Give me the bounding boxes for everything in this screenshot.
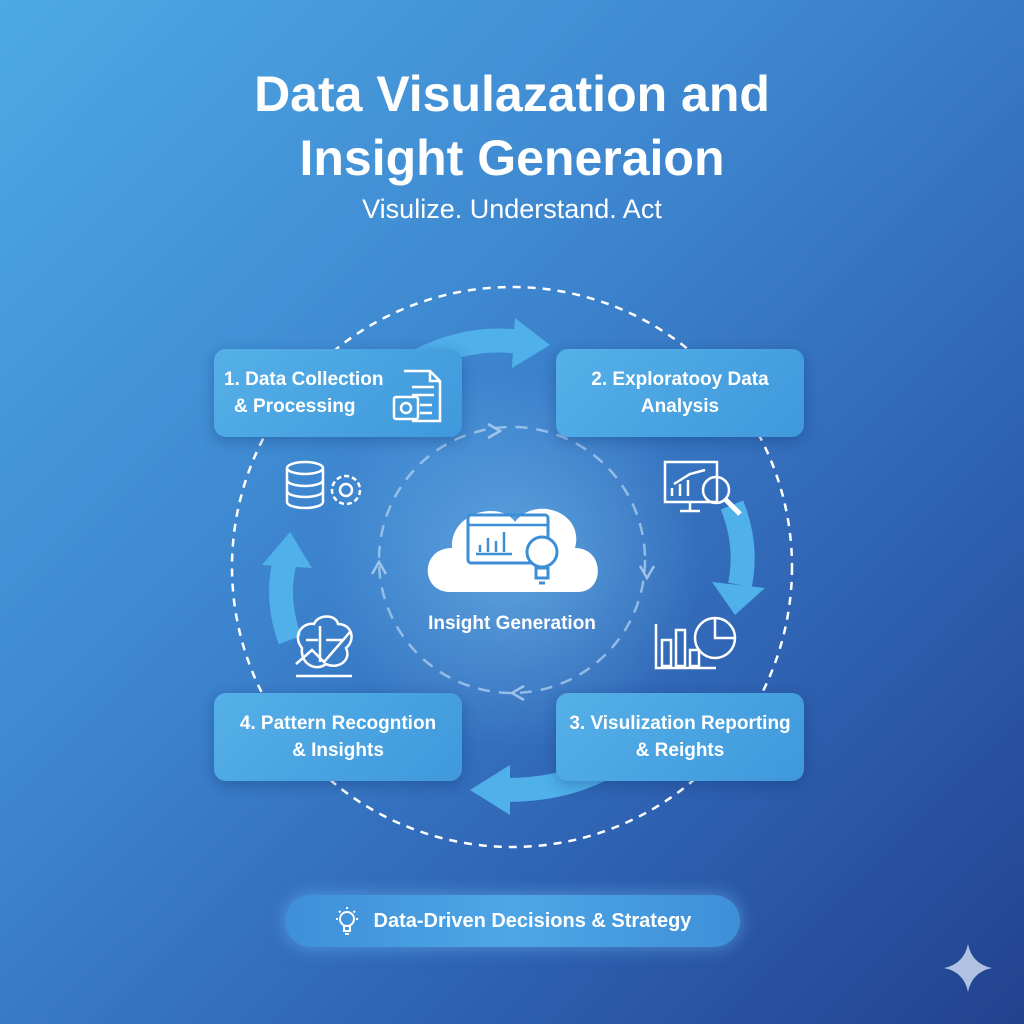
outer-dashed-ring bbox=[230, 285, 794, 849]
cloud-dashboard-icon bbox=[427, 508, 598, 592]
step-4-pattern-recognition[interactable]: 4. Pattern Recogntion & Insights bbox=[214, 693, 462, 781]
database-gear-icon bbox=[285, 460, 362, 510]
center-label: Insight Generation bbox=[428, 613, 596, 634]
footer-label: Data-Driven Decisions & Strategy bbox=[373, 909, 692, 932]
lightbulb-icon bbox=[335, 907, 358, 935]
step-3-visualization-reporting[interactable]: 3. Visulization Reporting & Reights bbox=[556, 693, 804, 781]
title-line-2: Insight Generaion bbox=[299, 130, 725, 186]
sparkle-icon bbox=[944, 944, 992, 992]
brain-chart-icon bbox=[295, 615, 353, 678]
step-label-line1: 3. Visulization Reporting bbox=[569, 713, 791, 734]
step-label-line1: 1. Data Collection bbox=[224, 369, 384, 390]
step-label-line2: & Processing bbox=[234, 396, 356, 417]
arrow-heads bbox=[262, 318, 765, 815]
document-gear-icon bbox=[392, 369, 442, 423]
chart-magnifier-icon bbox=[663, 460, 742, 516]
step-label-line2: & Insights bbox=[292, 740, 384, 761]
footer-pill: Data-Driven Decisions & Strategy bbox=[285, 895, 740, 947]
step-label-line1: 4. Pattern Recogntion bbox=[239, 713, 437, 734]
title-line-1: Data Visulazation and bbox=[254, 66, 770, 122]
inner-dashed-ring bbox=[377, 425, 647, 695]
step-1-data-collection[interactable]: 1. Data Collection & Processing bbox=[214, 349, 462, 437]
inner-ring-chevrons bbox=[370, 422, 656, 702]
step-label-line2: Analysis bbox=[640, 396, 720, 417]
step-2-exploratory-analysis[interactable]: 2. Exploratooy Data Analysis bbox=[556, 349, 804, 437]
page-title: Data Visulazation and Insight Generaion bbox=[0, 62, 1024, 190]
bar-pie-chart-icon bbox=[654, 616, 737, 670]
step-label-line1: 2. Exploratooy Data bbox=[591, 369, 769, 390]
subtitle: Visulize. Understand. Act bbox=[362, 194, 662, 224]
step-label-line2: & Reights bbox=[635, 740, 725, 761]
